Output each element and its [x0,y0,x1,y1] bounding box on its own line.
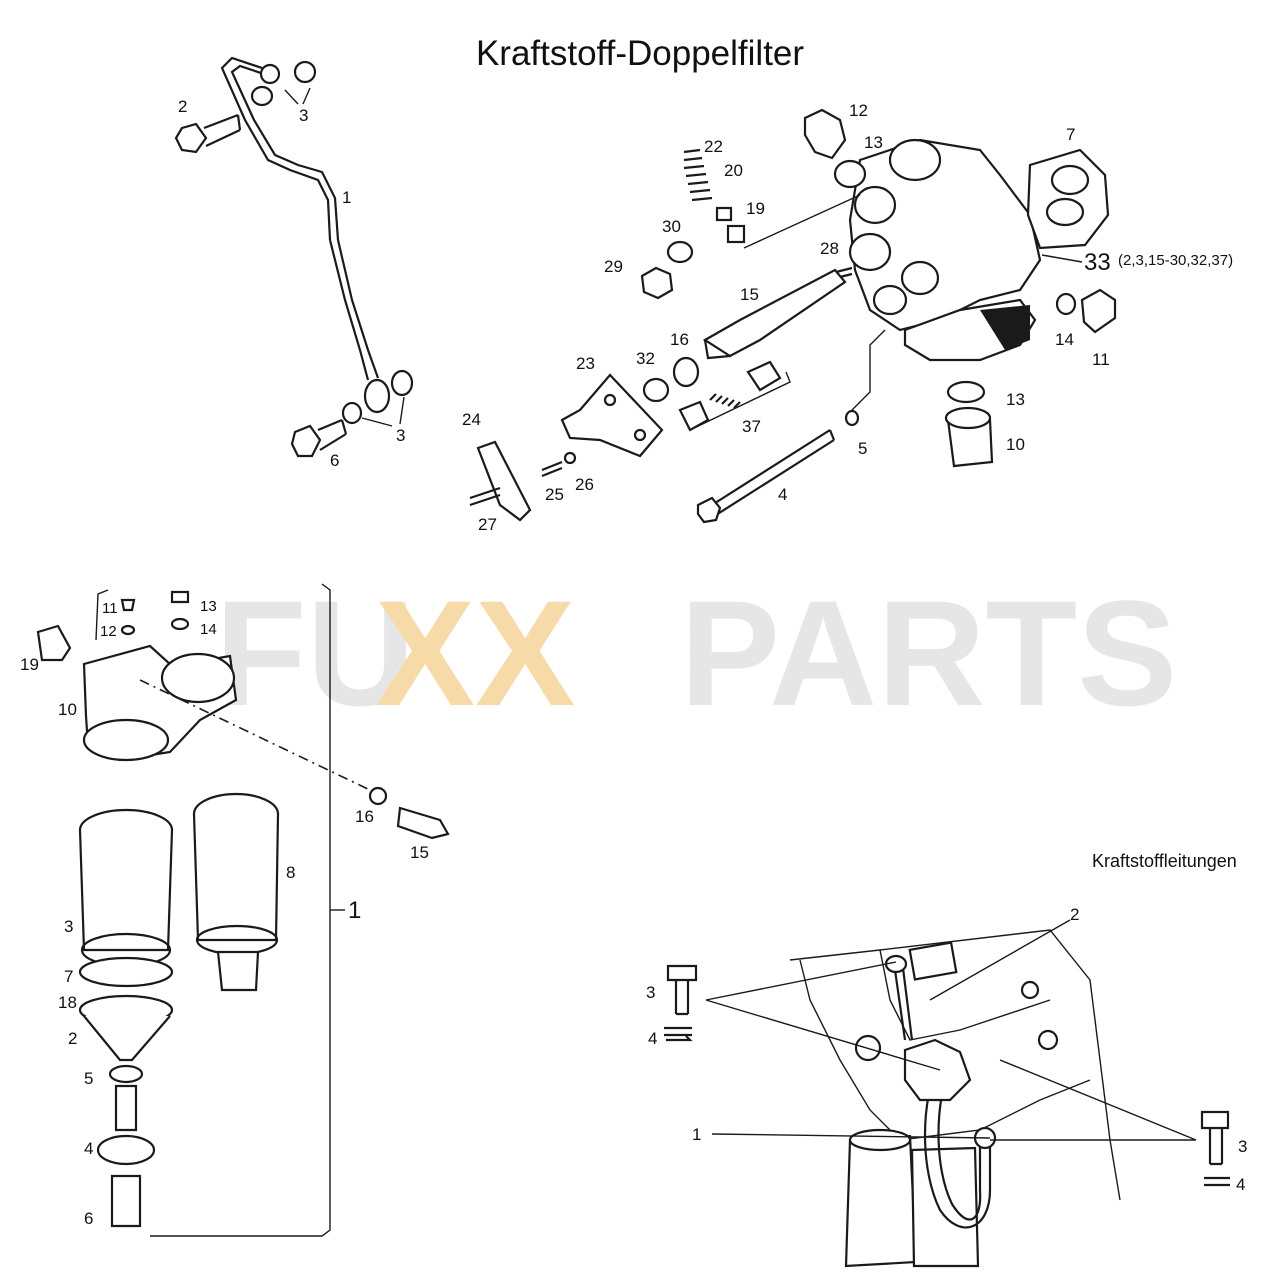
callout-label: 16 [670,330,689,349]
watermark-mid: XX [375,569,575,737]
callout-label: 4 [84,1139,93,1158]
section-subtitle: Kraftstoffleitungen [1092,851,1237,871]
callout-label: 13 [1006,390,1025,409]
filter-head-labels: 12 13 7 22 20 19 30 29 28 15 16 32 23 37… [462,101,1233,534]
callout-label: 11 [102,600,118,617]
watermark-right: PARTS [680,569,1177,737]
fuel-lines-assembly [664,919,1230,1268]
callout-label: 10 [58,700,77,719]
callout-label: 27 [478,515,497,534]
callout-label: 2 [1070,905,1079,924]
callout-label: 1 [342,188,351,207]
group-note: (2,3,15-30,32,37) [1118,252,1233,269]
callout-label-group: 1 [348,897,361,924]
callout-label: 11 [1092,350,1110,369]
callout-label: 5 [84,1069,93,1088]
callout-label: 4 [648,1029,657,1048]
callout-label: 24 [462,410,481,429]
callout-label: 6 [330,451,339,470]
callout-label: 15 [410,843,429,862]
callout-label: 15 [740,285,759,304]
filter-head-assembly [469,108,1117,524]
callout-label: 22 [704,137,723,156]
callout-label: 32 [636,349,655,368]
callout-label: 19 [20,655,39,674]
fuel-line-assembly [174,56,414,458]
callout-label: 12 [849,101,868,120]
callout-label: 7 [1066,125,1075,144]
callout-label: 37 [742,417,761,436]
watermark: FU XX PARTS [215,569,1177,737]
callout-label: 20 [724,161,743,180]
callout-label: 13 [864,133,883,152]
callout-label: 7 [64,967,73,986]
callout-label-group: 33 [1084,249,1111,276]
fuel-lines-labels: 2 3 4 1 3 4 [646,905,1247,1194]
watermark-left: FU [215,569,415,737]
callout-label: 23 [576,354,595,373]
callout-label: 18 [58,993,77,1012]
callout-label: 3 [646,983,655,1002]
callout-label: 26 [575,475,594,494]
callout-label: 12 [100,623,117,640]
callout-label: 29 [604,257,623,276]
callout-label: 10 [1006,435,1025,454]
callout-label: 14 [200,621,217,638]
callout-label: 1 [692,1125,701,1144]
callout-label: 19 [746,199,765,218]
double-filter-assembly [36,583,450,1237]
callout-label: 25 [545,485,564,504]
callout-label: 3 [64,917,73,936]
callout-label: 30 [662,217,681,236]
callout-label: 3 [1238,1137,1247,1156]
page-title: Kraftstoff-Doppelfilter [475,34,805,73]
callout-label: 14 [1055,330,1074,349]
callout-label: 13 [200,598,217,615]
callout-label: 6 [84,1209,93,1228]
callout-label: 28 [820,239,839,258]
callout-label: 2 [68,1029,77,1048]
callout-label: 16 [355,807,374,826]
callout-label: 2 [178,97,187,116]
callout-label: 4 [778,485,787,504]
fuel-line-labels: 2 3 1 3 6 [178,87,405,470]
callout-label: 5 [858,439,867,458]
callout-label: 3 [396,426,405,445]
callout-label: 4 [1236,1175,1245,1194]
double-filter-labels: 11 12 13 14 19 10 16 15 8 3 7 18 2 5 4 6… [20,598,429,1228]
callout-label: 8 [286,863,295,882]
callout-label: 3 [299,106,308,125]
